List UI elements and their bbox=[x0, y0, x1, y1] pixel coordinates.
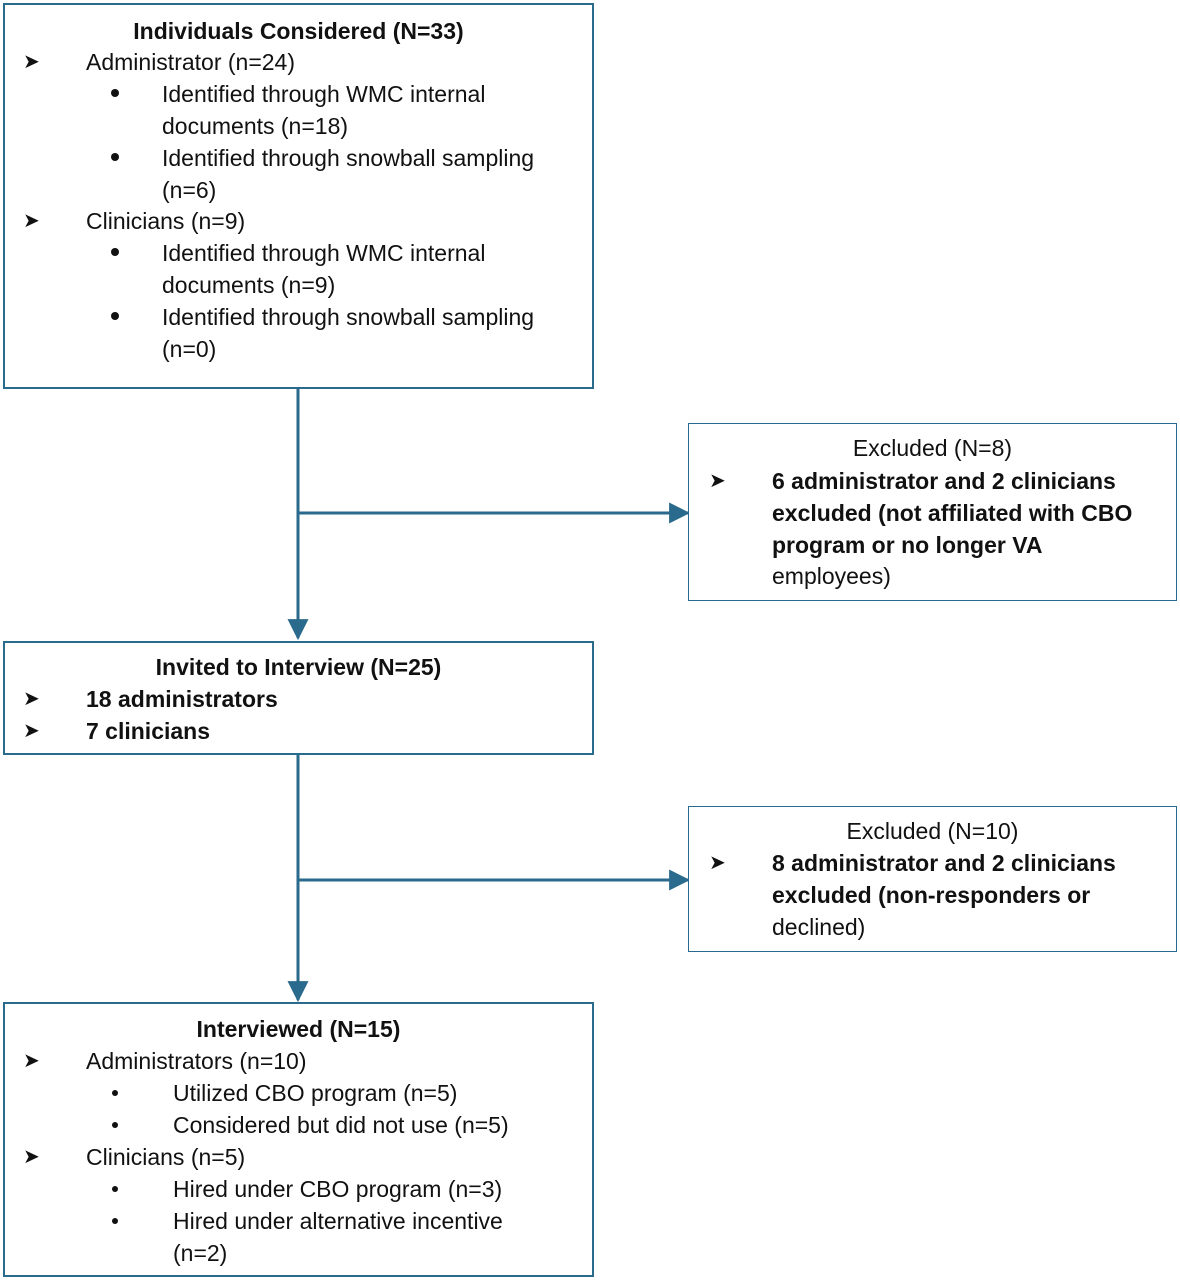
considered-admin-item-2-line-2: (n=6) bbox=[162, 177, 217, 203]
excluded1-line-3: program or no longer VA bbox=[772, 532, 1043, 558]
considered-admin-item-2-line-1: Identified through snowball sampling bbox=[162, 145, 535, 171]
considered-admin-item-1-line-1: Identified through WMC internal bbox=[162, 81, 486, 107]
dot-bullet-icon bbox=[112, 1122, 118, 1128]
considered-clin-item-1-line-1: Identified through WMC internal bbox=[162, 240, 486, 266]
invited-box: Invited to Interview (N=25) ➤ 18 adminis… bbox=[3, 641, 594, 755]
excluded1-line-1: 6 administrator and 2 clinicians bbox=[772, 468, 1116, 494]
excluded2-line-1: 8 administrator and 2 clinicians bbox=[772, 850, 1116, 876]
interviewed-clin-item-2-line-1: Hired under alternative incentive bbox=[173, 1208, 503, 1234]
interviewed-title: Interviewed (N=15) bbox=[196, 1016, 401, 1042]
dot-bullet-icon bbox=[111, 248, 119, 256]
considered-admin-label: Administrator (n=24) bbox=[86, 49, 295, 75]
excluded1-box: Excluded (N=8) ➤ 6 administrator and 2 c… bbox=[688, 423, 1177, 601]
interviewed-admin-item-2: Considered but did not use (n=5) bbox=[173, 1112, 509, 1138]
considered-admin-item-1-line-2: documents (n=18) bbox=[162, 113, 349, 139]
considered-clin-label: Clinicians (n=9) bbox=[86, 208, 246, 234]
considered-box: Individuals Considered (N=33) ➤ Administ… bbox=[3, 3, 594, 389]
excluded1-line-4: employees) bbox=[772, 563, 891, 589]
arrowhead-bullet-icon: ➤ bbox=[23, 210, 40, 232]
arrowhead-bullet-icon: ➤ bbox=[23, 1146, 40, 1168]
dot-bullet-icon bbox=[112, 1090, 118, 1096]
excluded2-line-3: declined) bbox=[772, 914, 866, 940]
arrowhead-bullet-icon: ➤ bbox=[709, 852, 726, 874]
dot-bullet-icon bbox=[111, 89, 119, 97]
excluded1-line-2: excluded (not affiliated with CBO bbox=[772, 500, 1133, 526]
arrowhead-bullet-icon: ➤ bbox=[23, 51, 40, 73]
invited-item-1: 18 administrators bbox=[86, 686, 278, 712]
excluded1-title: Excluded (N=8) bbox=[852, 435, 1013, 461]
considered-clin-item-2-line-2: (n=0) bbox=[162, 336, 217, 362]
interviewed-admin-label: Administrators (n=10) bbox=[86, 1048, 307, 1074]
arrowhead-bullet-icon: ➤ bbox=[709, 470, 726, 492]
excluded2-title: Excluded (N=10) bbox=[846, 818, 1019, 844]
interviewed-clin-label: Clinicians (n=5) bbox=[86, 1144, 246, 1170]
arrowhead-bullet-icon: ➤ bbox=[23, 720, 40, 742]
considered-title: Individuals Considered (N=33) bbox=[133, 18, 464, 44]
dot-bullet-icon bbox=[111, 312, 119, 320]
arrowhead-bullet-icon: ➤ bbox=[23, 688, 40, 710]
arrowhead-bullet-icon: ➤ bbox=[23, 1050, 40, 1072]
interviewed-clin-item-2-line-2: (n=2) bbox=[173, 1240, 228, 1266]
excluded2-box: Excluded (N=10) ➤ 8 administrator and 2 … bbox=[688, 806, 1177, 952]
excluded2-line-2: excluded (non-responders or bbox=[772, 882, 1091, 908]
invited-title: Invited to Interview (N=25) bbox=[155, 654, 442, 680]
invited-item-2: 7 clinicians bbox=[86, 718, 211, 744]
considered-clin-item-1-line-2: documents (n=9) bbox=[162, 272, 336, 298]
considered-clin-item-2-line-1: Identified through snowball sampling bbox=[162, 304, 535, 330]
interviewed-clin-item-1: Hired under CBO program (n=3) bbox=[173, 1176, 503, 1202]
interviewed-box: Interviewed (N=15) ➤ Administrators (n=1… bbox=[3, 1002, 594, 1277]
dot-bullet-icon bbox=[112, 1186, 118, 1192]
dot-bullet-icon bbox=[111, 153, 119, 161]
dot-bullet-icon bbox=[112, 1218, 118, 1224]
interviewed-admin-item-1: Utilized CBO program (n=5) bbox=[173, 1080, 458, 1106]
